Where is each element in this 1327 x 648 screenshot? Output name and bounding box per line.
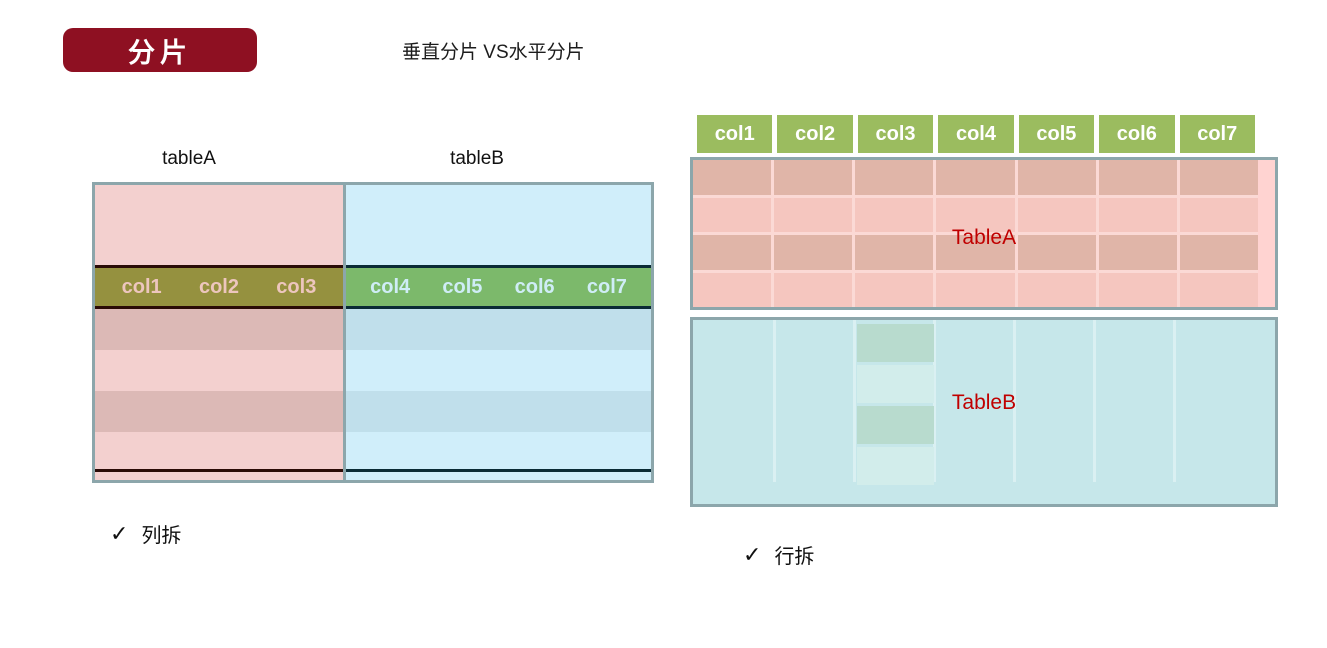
table-cell (857, 406, 934, 444)
row-split-caption: ✓ 行拆 (743, 540, 814, 569)
vertical-shard-tablea: col1 col2 col3 (95, 185, 343, 480)
tablea-label: TableA (951, 226, 1017, 249)
table-row (95, 350, 343, 391)
tableb-top-region (346, 185, 651, 265)
table-cell (857, 447, 934, 485)
column-header: col3 (857, 115, 934, 153)
divider-line (346, 306, 651, 309)
column-header: col1 (697, 115, 773, 153)
slide-subtitle: 垂直分片 VS水平分片 (402, 42, 585, 63)
column-divider (933, 320, 936, 482)
table-row (95, 391, 343, 432)
table-cell (857, 324, 934, 362)
left-tablea-label: tableA (162, 148, 216, 169)
caption-text: 列拆 (141, 525, 182, 547)
divider-line (95, 469, 343, 472)
table-cell (857, 365, 934, 403)
column-header: col5 (442, 275, 483, 298)
column-divider (1093, 320, 1096, 482)
divider-line (346, 265, 651, 268)
tableb-col3-cells (857, 324, 934, 485)
column-header: col7 (586, 275, 627, 298)
column-divider (1173, 320, 1176, 482)
horizontal-shard-tablea: TableA (690, 157, 1278, 310)
column-header: col6 (514, 275, 555, 298)
section-badge: 分片 (63, 28, 257, 72)
checkmark-icon: ✓ (743, 541, 762, 567)
column-header: col2 (777, 115, 853, 153)
column-header: col3 (276, 275, 317, 298)
tableb-header-band: col4 col5 col6 col7 (346, 268, 651, 306)
horizontal-shard-tableb: TableB (690, 317, 1278, 507)
column-divider (1013, 320, 1016, 482)
horizontal-sharding-header-row: col1 col2 col3 col4 col5 col6 col7 (697, 115, 1255, 153)
vertical-shard-tableb: col4 col5 col6 col7 (343, 185, 651, 480)
tablea-header-band: col1 col2 col3 (95, 268, 343, 306)
column-header: col7 (1179, 115, 1255, 153)
tableb-bottom-strip (346, 472, 651, 480)
table-row (346, 391, 651, 432)
column-split-caption: ✓ 列拆 (110, 519, 181, 548)
caption-text: 行拆 (774, 546, 815, 568)
vertical-sharding-diagram: col1 col2 col3 col4 col5 col6 col7 (92, 182, 654, 483)
column-header: col2 (198, 275, 239, 298)
divider-line (346, 469, 651, 472)
column-header: col4 (370, 275, 411, 298)
tablea-top-region (95, 185, 343, 265)
tablea-bottom-strip (95, 472, 343, 480)
tablea-row-grid (693, 160, 1258, 307)
column-divider (853, 320, 856, 482)
left-tableb-label: tableB (450, 148, 504, 169)
table-row (346, 432, 651, 469)
table-row (95, 309, 343, 350)
divider-line (95, 265, 343, 268)
column-header: col4 (938, 115, 1014, 153)
table-row (95, 432, 343, 469)
column-header: col1 (121, 275, 162, 298)
table-row (346, 309, 651, 350)
column-divider (773, 320, 776, 482)
table-row (346, 350, 651, 391)
column-header: col6 (1099, 115, 1175, 153)
divider-line (95, 306, 343, 309)
column-header: col5 (1018, 115, 1095, 153)
checkmark-icon: ✓ (110, 520, 129, 546)
tableb-label: TableB (951, 391, 1017, 414)
section-badge-label: 分片 (128, 37, 192, 68)
